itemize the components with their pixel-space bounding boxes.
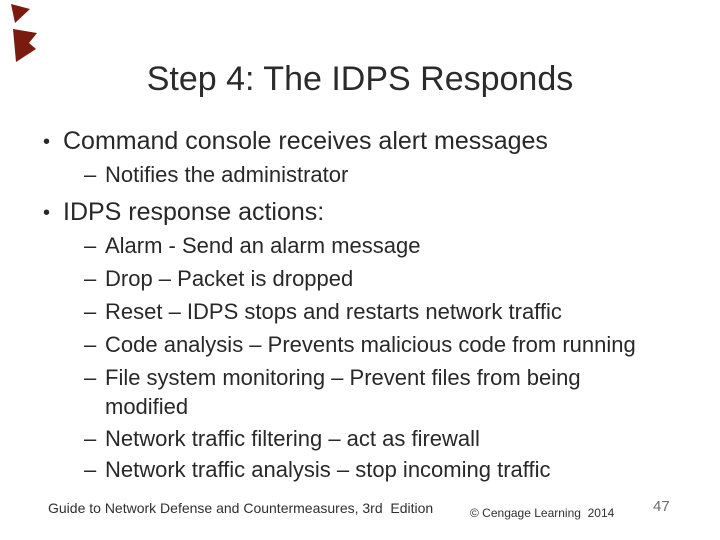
bullet-text: Alarm - Send an alarm message bbox=[105, 233, 421, 258]
dash-marker: – bbox=[84, 365, 97, 390]
bullet-item: –Alarm - Send an alarm message bbox=[84, 233, 420, 259]
bullet-item: –Drop – Packet is dropped bbox=[84, 266, 353, 292]
dash-marker: – bbox=[84, 299, 97, 324]
footer-copyright: © Cengage Learning 2014 bbox=[470, 506, 615, 520]
bullet-item: • Command console receives alert messages bbox=[43, 127, 548, 156]
bullet-item: • IDPS response actions: bbox=[43, 198, 324, 227]
dash-marker: – bbox=[84, 162, 97, 187]
bullet-item: –Notifies the administrator bbox=[84, 162, 348, 188]
bullet-text: Reset – IDPS stops and restarts network … bbox=[105, 299, 562, 324]
bullet-item: –Code analysis – Prevents malicious code… bbox=[84, 332, 636, 358]
bullet-text: modified bbox=[105, 394, 189, 419]
corner-shape-top bbox=[11, 4, 30, 23]
bullet-item: –Network traffic filtering – act as fire… bbox=[84, 426, 480, 452]
bullet-marker: • bbox=[43, 202, 51, 224]
corner-decoration bbox=[11, 4, 37, 62]
bullet-text: IDPS response actions: bbox=[63, 198, 325, 226]
bullet-item: –Network traffic analysis – stop incomin… bbox=[84, 457, 550, 483]
bullet-item: –File system monitoring – Prevent files … bbox=[84, 365, 581, 391]
footer-book-title: Guide to Network Defense and Countermeas… bbox=[48, 500, 434, 516]
bullet-item-continuation: modified bbox=[105, 394, 188, 420]
bullet-text: Network traffic analysis – stop incoming… bbox=[105, 457, 551, 482]
dash-marker: – bbox=[84, 426, 97, 451]
dash-marker: – bbox=[84, 457, 97, 482]
dash-marker: – bbox=[84, 233, 97, 258]
bullet-text: Drop – Packet is dropped bbox=[105, 266, 354, 291]
dash-marker: – bbox=[84, 332, 97, 357]
bullet-marker: • bbox=[43, 131, 51, 153]
bullet-text: Notifies the administrator bbox=[105, 162, 349, 187]
corner-shape-bottom bbox=[13, 29, 37, 62]
dash-marker: – bbox=[84, 266, 97, 291]
page-number: 47 bbox=[653, 498, 670, 515]
bullet-text: Command console receives alert messages bbox=[63, 127, 548, 155]
slide-title: Step 4: The IDPS Responds bbox=[146, 60, 574, 98]
bullet-text: Code analysis – Prevents malicious code … bbox=[105, 332, 636, 357]
bullet-text: File system monitoring – Prevent files f… bbox=[105, 365, 581, 390]
bullet-item: –Reset – IDPS stops and restarts network… bbox=[84, 299, 562, 325]
bullet-text: Network traffic filtering – act as firew… bbox=[105, 426, 480, 451]
